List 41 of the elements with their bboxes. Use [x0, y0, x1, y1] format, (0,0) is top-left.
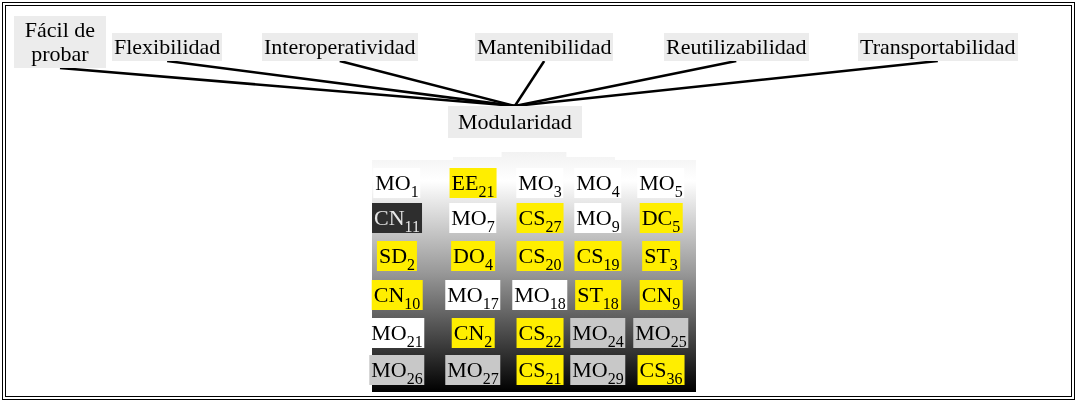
quality-attribute-label: Interoperatividad	[262, 33, 418, 61]
quality-attribute-label: Mantenibilidad	[475, 33, 614, 61]
module-cell: MO$_{25}$	[633, 318, 689, 348]
module-cell: CS$_{27}$	[516, 203, 564, 233]
module-cell: CS$_{36}$	[637, 355, 685, 385]
module-cell: CN$_{2}$	[451, 318, 495, 348]
module-cell: MO$_{29}$	[570, 355, 626, 385]
module-cell: MO$_{7}$	[449, 203, 497, 233]
module-cell: CN$_{10}$	[371, 280, 423, 310]
quality-attribute-label: Fácil de probar	[14, 16, 106, 68]
quality-attribute-label: Reutilizabilidad	[664, 33, 809, 61]
module-cell: MO$_{18}$	[512, 280, 568, 310]
module-cell: MO$_{3}$	[516, 168, 564, 198]
module-cell: MO$_{1}$	[373, 168, 421, 198]
module-cell: MO$_{4}$	[574, 168, 622, 198]
module-cell: ST$_{18}$	[575, 280, 621, 310]
module-cell: MO$_{5}$	[637, 168, 685, 198]
module-cell: MO$_{24}$	[570, 318, 626, 348]
quality-attribute-label: Transportabilidad	[858, 33, 1018, 61]
quality-attribute-label: Flexibilidad	[112, 33, 223, 61]
main-attribute-label: Modularidad	[448, 106, 582, 138]
connector-line	[513, 60, 546, 107]
module-cell: CN$_{11}$	[372, 203, 422, 233]
connector-line	[514, 59, 737, 108]
module-cell: EE$_{21}$	[449, 168, 497, 198]
module-cell: DC$_{5}$	[639, 203, 683, 233]
module-cell: MO$_{27}$	[445, 355, 501, 385]
module-cell: MO$_{26}$	[369, 355, 425, 385]
module-cell: CN$_{9}$	[639, 280, 683, 310]
module-cell: MO$_{17}$	[445, 280, 501, 310]
module-cell: ST$_{3}$	[642, 241, 680, 271]
module-cell: SD$_{2}$	[376, 241, 418, 271]
module-cell: CS$_{19}$	[574, 241, 622, 271]
module-cell: MO$_{9}$	[574, 203, 622, 233]
module-cell: CS$_{21}$	[516, 355, 564, 385]
connector-line	[339, 59, 516, 108]
module-cell: MO$_{21}$	[369, 318, 425, 348]
connector-line	[514, 59, 938, 108]
module-cell: CS$_{20}$	[516, 241, 564, 271]
module-cell: DO$_{4}$	[451, 241, 495, 271]
module-cell: CS$_{22}$	[516, 318, 564, 348]
